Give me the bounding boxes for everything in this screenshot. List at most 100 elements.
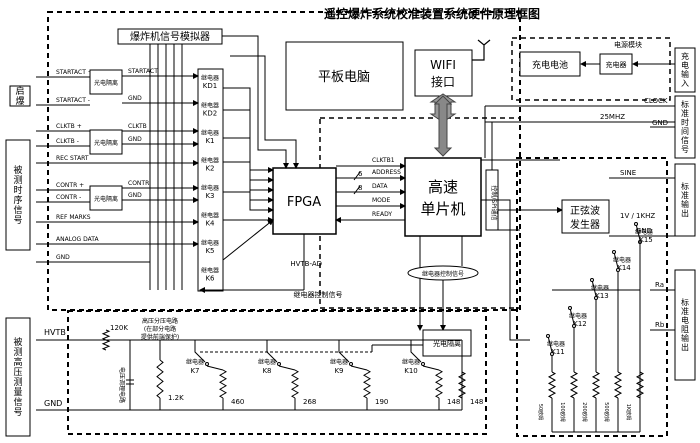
battery-box (519, 51, 581, 77)
relay-stack-item-id: K6 (205, 275, 215, 283)
left-label-char: 号 (13, 215, 22, 226)
std-resistor (591, 371, 601, 399)
opto-box (89, 69, 123, 95)
power-module-label: 电源模块 (614, 40, 642, 49)
right-relay-switch (569, 307, 575, 325)
relay-stack-item-id: K5 (205, 247, 214, 255)
hv-relay-name: 继电器 (402, 358, 420, 366)
hv-relay-name: 继电器 (330, 358, 348, 366)
opto-out-label: CONTR (128, 180, 149, 187)
opto-out-label: GND (128, 136, 142, 143)
mcu-label-1: 高速 (428, 178, 458, 196)
hv-resistor (219, 369, 227, 399)
right-label-char: 时 (681, 117, 689, 127)
hv-resistor (291, 369, 299, 399)
relay-stack-item-id: KD2 (203, 110, 217, 118)
mcu-right-relay-wire (481, 199, 530, 341)
charger-label: 充电器 (606, 60, 627, 69)
mcu-box (404, 157, 482, 237)
hv-relay-id: K9 (334, 367, 343, 375)
hv-r-120k (101, 329, 111, 351)
ra-label: Ra (655, 281, 664, 289)
std-res-label: 1K欧姆 (625, 404, 632, 420)
relay-stack-item-id: K4 (205, 220, 215, 228)
bus-label-data: DATA (372, 183, 388, 190)
battery-label: 充电电池 (532, 59, 568, 71)
left-label-box-timing (5, 139, 31, 251)
std-resistor (547, 371, 557, 399)
v1khz-label: 1V / 1KHZ (620, 212, 655, 220)
sine-gen-label-2: 发生器 (570, 218, 600, 231)
hv-relay-id: K10 (404, 367, 418, 375)
relay-stack-item-id: K3 (205, 192, 214, 200)
relay-stack-item-id: KD1 (203, 82, 217, 90)
sim-top-wire2 (230, 55, 299, 169)
std-res-label: 50欧姆 (537, 404, 544, 420)
hv-cap-symbol (126, 379, 134, 385)
relay-stack-item-name: 继电器 (201, 129, 219, 137)
hv-res-label: 268 (303, 398, 316, 406)
hv-divider-label-2: (在部分电路 (144, 325, 176, 333)
relay-stack-item-name: 继电器 (201, 212, 219, 220)
signal-label-startact_m: STARTACT - (56, 97, 90, 104)
tablet-label: 平板电脑 (318, 70, 370, 85)
relay-fpga-wire (223, 137, 274, 193)
right-label-char: 信 (681, 135, 689, 145)
left-label-char: 测 (13, 347, 22, 358)
std-res-label: 100欧姆 (559, 402, 566, 422)
left-label-char: 高 (13, 356, 22, 368)
right-label-box-std_res (674, 269, 696, 381)
clock-label: CLOCK (644, 97, 668, 105)
std-res-label: 200欧姆 (581, 402, 588, 422)
opto-box (89, 129, 123, 155)
hvtb-ad-label: HVTB-AD (290, 260, 322, 268)
right-label-char: 电 (681, 315, 689, 325)
hv-relay-link (350, 365, 368, 371)
right-label-char: 出 (681, 342, 689, 352)
right-relay-name: 继电器 (635, 228, 653, 236)
right-relay-switch (547, 335, 553, 353)
left-label-box-hv (5, 317, 31, 437)
wifi-mcu-arrow (433, 95, 453, 157)
antenna-icon (472, 39, 491, 61)
opto-label: 光电隔离 (94, 79, 118, 87)
right-relay-switch (635, 223, 641, 241)
left-label-char: 信 (13, 204, 22, 216)
relay-stack (197, 68, 224, 292)
left-label-char: 序 (13, 194, 22, 206)
right-relay-id: K13 (595, 292, 609, 300)
left-label-char: 启 (15, 85, 24, 97)
right-relay-node (634, 222, 638, 226)
hv-divider-label-3: 提供前端保护) (141, 333, 179, 341)
opto-out-label: STARTACT (128, 68, 158, 75)
mcu-side-label: 控制/SPI通信 (490, 185, 498, 220)
hv-relay-switch (410, 340, 422, 363)
relay-stack-item-name: 继电器 (201, 74, 219, 82)
right-label-char: 准 (681, 190, 689, 200)
signal-label-contr_p: CONTR + (56, 182, 84, 189)
signal-label-analog_data: ANALOG DATA (56, 236, 99, 243)
right-relay-name: 继电器 (569, 312, 587, 320)
sim-top-wire (222, 35, 289, 169)
diagram-title: 遥控爆炸系统校准装置系统硬件原理框图 (324, 6, 540, 21)
right-relay-id: K15 (639, 236, 653, 244)
relay-fpga-wire (223, 161, 274, 203)
signal-label-clktb_p: CLKTB + (56, 123, 82, 130)
mhz25-label: 25MHZ (600, 113, 625, 121)
hv-res-label-1.2k: 1.2K (168, 394, 184, 402)
left-label-char: 号 (13, 407, 22, 418)
mcu-relay-ctrl-label: 继电器控制信号 (422, 270, 464, 278)
power-module-outline (511, 37, 671, 101)
hv-resistor (363, 369, 371, 399)
hv-res-label-120k: 120K (110, 324, 128, 332)
opto-box (89, 185, 123, 211)
hv-res-label-148: 148 (470, 398, 483, 406)
opto-label: 光电隔离 (94, 195, 118, 203)
opto-out-label: GND (128, 192, 142, 199)
hv-resistor (435, 369, 443, 399)
rb-label: Rb (655, 321, 665, 329)
hv-relay-link (278, 365, 296, 371)
bus-label-clktb1: CLKTB1 (372, 157, 395, 164)
right-relay-node (616, 268, 620, 272)
opto-out-label: GND (128, 95, 142, 102)
